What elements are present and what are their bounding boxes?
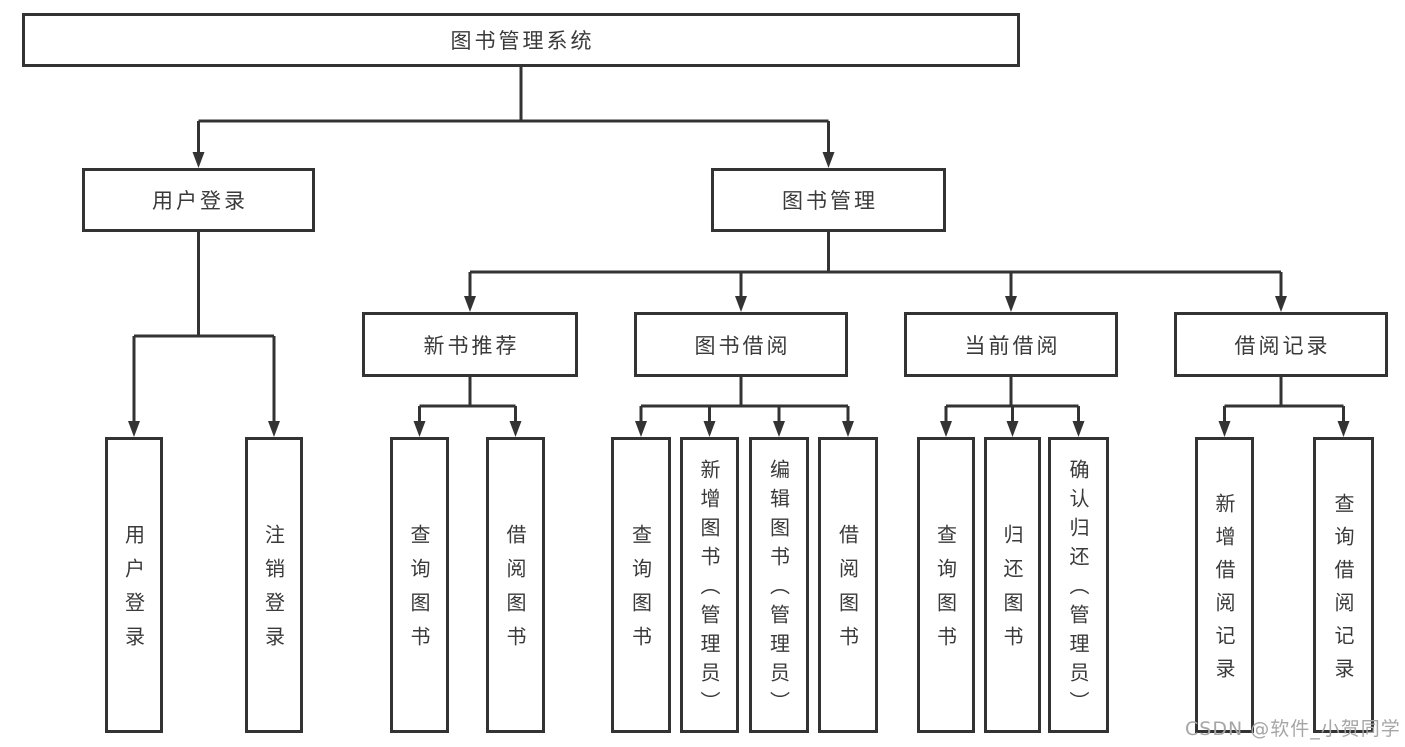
- arrowhead-icon: [509, 421, 522, 437]
- node-label: 当前借阅: [964, 333, 1061, 358]
- node-label: 借阅图书: [503, 524, 527, 660]
- arrowhead-icon: [192, 152, 205, 168]
- node-root-system: 图书管理系统: [22, 13, 1020, 67]
- connector-book-management: [468, 232, 1283, 300]
- node-label: 新增图书（管理员）: [697, 459, 721, 720]
- node-leaf-add-borrow-record: 新增借阅记录: [1195, 437, 1254, 733]
- node-leaf-borrow-book-recommend: 借阅图书: [486, 437, 545, 733]
- node-leaf-search-book-current: 查询图书: [917, 437, 975, 733]
- node-borrow-records: 借阅记录: [1174, 312, 1388, 377]
- node-leaf-logout: 注销登录: [245, 437, 303, 733]
- node-label: 图书管理: [782, 189, 878, 213]
- arrowhead-icon: [1005, 296, 1017, 312]
- arrowheads: [128, 152, 1350, 437]
- connector-book-borrow: [639, 377, 850, 425]
- node-label: 注销登录: [261, 524, 286, 660]
- node-user-login: 用户登录: [82, 168, 315, 232]
- node-label: 归还图书: [1000, 524, 1024, 660]
- node-leaf-add-book-admin: 新增图书（管理员）: [680, 437, 739, 733]
- node-label: 借阅图书: [835, 524, 860, 660]
- arrowhead-icon: [822, 152, 835, 168]
- node-leaf-user-login: 用户登录: [105, 437, 163, 733]
- node-label: 图书借阅: [694, 333, 791, 358]
- node-new-book-recommend: 新书推荐: [362, 312, 578, 377]
- connector-new-book: [418, 377, 517, 425]
- arrowhead-icon: [842, 421, 854, 437]
- node-label: 借阅记录: [1234, 333, 1331, 358]
- arrowhead-icon: [1006, 421, 1019, 437]
- node-current-borrow: 当前借阅: [904, 312, 1118, 377]
- node-label: 新增借阅记录: [1212, 492, 1236, 691]
- node-label: 查询图书: [933, 524, 958, 660]
- arrowhead-icon: [464, 296, 476, 312]
- node-label: 查询图书: [407, 524, 431, 660]
- csdn-watermark: CSDN @软件_小贺同学: [1185, 718, 1401, 740]
- node-leaf-search-borrow-record: 查询借阅记录: [1313, 437, 1374, 733]
- arrowhead-icon: [1072, 421, 1085, 437]
- arrowhead-icon: [773, 421, 785, 437]
- node-label: 图书管理系统: [450, 29, 595, 53]
- connector-borrow-records: [1223, 377, 1345, 425]
- arrowhead-icon: [703, 421, 716, 437]
- connector-root: [197, 67, 830, 156]
- arrowhead-icon: [128, 421, 140, 437]
- node-label: 编辑图书（管理员）: [766, 459, 791, 720]
- node-label: 查询借阅记录: [1331, 492, 1355, 691]
- arrowhead-icon: [940, 421, 952, 437]
- node-book-borrow: 图书借阅: [634, 312, 848, 377]
- node-label: 用户登录: [121, 524, 146, 660]
- node-leaf-edit-book-admin: 编辑图书（管理员）: [749, 437, 809, 733]
- arrowhead-icon: [735, 296, 747, 312]
- arrowhead-icon: [1275, 296, 1287, 312]
- arrowhead-icon: [413, 421, 426, 437]
- connector-user-login: [132, 232, 276, 425]
- arrowhead-icon: [1218, 421, 1231, 437]
- node-leaf-search-book-recommend: 查询图书: [390, 437, 449, 733]
- node-label: 查询图书: [628, 524, 653, 660]
- node-leaf-confirm-return-admin: 确认归还（管理员）: [1048, 437, 1109, 733]
- node-leaf-borrow-book: 借阅图书: [818, 437, 878, 733]
- connector-current-borrow: [944, 377, 1080, 425]
- node-label: 新书推荐: [423, 333, 520, 358]
- node-book-management: 图书管理: [711, 168, 946, 232]
- node-leaf-search-book-borrow: 查询图书: [611, 437, 671, 733]
- node-label: 用户登录: [152, 189, 248, 213]
- node-label: 确认归还（管理员）: [1066, 459, 1090, 720]
- arrowhead-icon: [635, 421, 647, 437]
- arrowhead-icon: [1337, 421, 1350, 437]
- arrowhead-icon: [268, 421, 280, 437]
- node-leaf-return-book: 归还图书: [984, 437, 1041, 733]
